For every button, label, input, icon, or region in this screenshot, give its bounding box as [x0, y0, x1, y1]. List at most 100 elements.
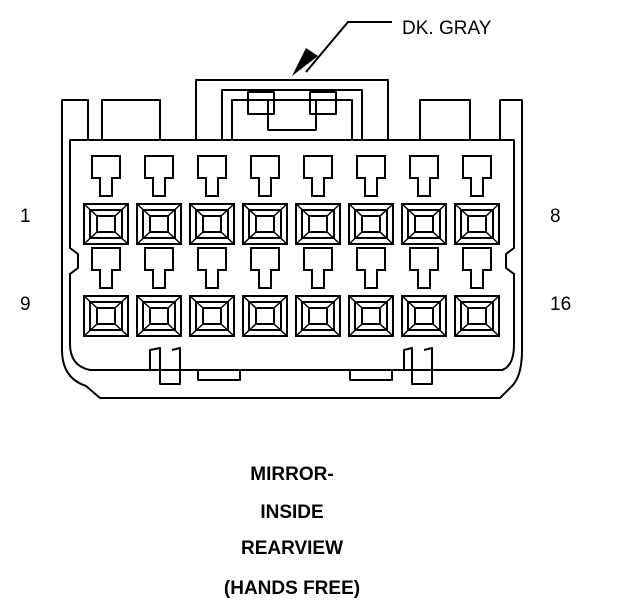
pin-bevel-7 [401, 203, 447, 245]
pin-cavity-inner-12 [248, 301, 282, 331]
pin-cavity-8 [454, 203, 500, 245]
pin-bevel-9 [83, 295, 129, 337]
pin-label-16: 16 [550, 294, 571, 315]
housing-tab-right [419, 99, 471, 141]
bottom-key-right [403, 347, 433, 385]
pin-bevel-16 [454, 295, 500, 337]
pin-label-9: 9 [20, 294, 31, 315]
pin-key-16 [462, 247, 492, 289]
pin-socket-12 [255, 307, 275, 325]
pin-cavity-13 [295, 295, 341, 337]
pin-bevel-12 [242, 295, 288, 337]
pin-cavity-7 [401, 203, 447, 245]
pin-cavity-inner-8 [460, 209, 494, 239]
pin-key-15 [409, 247, 439, 289]
caption-line-4: (HANDS FREE) [223, 578, 361, 599]
pin-cavity-inner-13 [301, 301, 335, 331]
pin-cavity-inner-14 [354, 301, 388, 331]
pin-socket-6 [361, 215, 381, 233]
pin-bevel-13 [295, 295, 341, 337]
caption-line-2: INSIDE [260, 502, 324, 523]
pin-socket-5 [308, 215, 328, 233]
housing-tab-left [101, 99, 161, 141]
pin-cavity-2 [136, 203, 182, 245]
pin-cavity-inner-11 [195, 301, 229, 331]
pin-label-8: 8 [550, 206, 561, 227]
pin-cavity-inner-6 [354, 209, 388, 239]
pin-socket-4 [255, 215, 275, 233]
pin-bevel-4 [242, 203, 288, 245]
pin-cavity-4 [242, 203, 288, 245]
leader-arrowhead-icon [292, 48, 318, 76]
pin-cavity-inner-10 [142, 301, 176, 331]
connector-latch [221, 89, 363, 140]
pin-bevel-5 [295, 203, 341, 245]
pin-cavity-11 [189, 295, 235, 337]
pin-socket-10 [149, 307, 169, 325]
pin-key-5 [303, 155, 333, 197]
pin-key-13 [303, 247, 333, 289]
pin-cavity-15 [401, 295, 447, 337]
pin-label-1: 1 [20, 206, 31, 227]
latch-window-right [309, 91, 337, 115]
pin-cavity-inner-16 [460, 301, 494, 331]
connector-housing [61, 79, 523, 399]
pin-socket-13 [308, 307, 328, 325]
pin-socket-14 [361, 307, 381, 325]
pin-cavity-inner-2 [142, 209, 176, 239]
pin-socket-15 [414, 307, 434, 325]
pin-key-6 [356, 155, 386, 197]
pin-cavity-inner-7 [407, 209, 441, 239]
pin-cavity-inner-4 [248, 209, 282, 239]
pin-key-12 [250, 247, 280, 289]
pin-bevel-11 [189, 295, 235, 337]
pin-cavity-6 [348, 203, 394, 245]
bottom-slot-right [349, 369, 393, 381]
pin-socket-11 [202, 307, 222, 325]
bottom-key-left [149, 347, 181, 385]
pin-key-7 [409, 155, 439, 197]
pin-cavity-5 [295, 203, 341, 245]
pin-key-8 [462, 155, 492, 197]
caption-line-3: REARVIEW [240, 538, 344, 559]
pin-cavity-16 [454, 295, 500, 337]
caption-line-1: MIRROR- [250, 464, 334, 485]
pin-bevel-2 [136, 203, 182, 245]
pin-cavity-inner-15 [407, 301, 441, 331]
pin-bevel-8 [454, 203, 500, 245]
pin-bevel-3 [189, 203, 235, 245]
pin-key-4 [250, 155, 280, 197]
pin-cavity-inner-9 [89, 301, 123, 331]
pin-cavity-inner-1 [89, 209, 123, 239]
pin-socket-1 [96, 215, 116, 233]
pin-bevel-1 [83, 203, 129, 245]
pin-bevel-15 [401, 295, 447, 337]
pin-key-3 [197, 155, 227, 197]
pin-socket-8 [467, 215, 487, 233]
pin-cavity-3 [189, 203, 235, 245]
pin-socket-3 [202, 215, 222, 233]
pin-cavity-inner-3 [195, 209, 229, 239]
pin-key-14 [356, 247, 386, 289]
pin-bevel-10 [136, 295, 182, 337]
pin-bevel-14 [348, 295, 394, 337]
pin-key-10 [144, 247, 174, 289]
pin-bevel-6 [348, 203, 394, 245]
bottom-slot-left [197, 369, 241, 381]
pin-key-1 [91, 155, 121, 197]
pin-cavity-9 [83, 295, 129, 337]
pin-socket-7 [414, 215, 434, 233]
pin-socket-2 [149, 215, 169, 233]
pin-cavities [83, 155, 500, 337]
pin-key-11 [197, 247, 227, 289]
wire-color-label: DK. GRAY [402, 18, 492, 39]
wire-color-leader [292, 21, 392, 76]
pin-cavity-inner-5 [301, 209, 335, 239]
pin-socket-9 [96, 307, 116, 325]
pin-cavity-12 [242, 295, 288, 337]
pin-key-2 [144, 155, 174, 197]
latch-window-left [247, 91, 275, 115]
connector-inner-shell [69, 139, 515, 371]
pin-key-9 [91, 247, 121, 289]
